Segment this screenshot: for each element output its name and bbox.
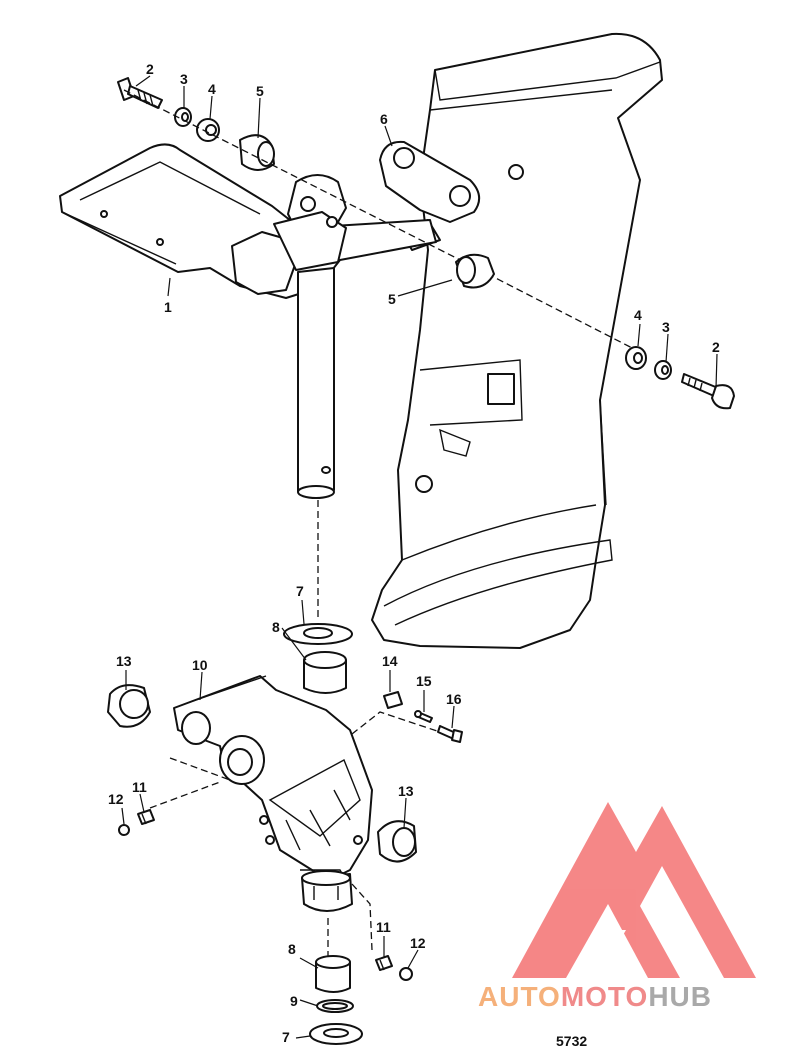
steering-coupler bbox=[301, 870, 353, 912]
screw-15 bbox=[414, 710, 433, 723]
swivel-bracket bbox=[173, 675, 373, 889]
callout-11-right: 11 bbox=[376, 919, 391, 935]
pad-14 bbox=[383, 691, 403, 709]
callout-7-upper: 7 bbox=[296, 583, 304, 599]
callout-5-upper-right: 5 bbox=[388, 291, 396, 307]
snap-ring-9 bbox=[316, 999, 354, 1013]
washer-3-upper-right bbox=[654, 360, 672, 380]
callout-13-right: 13 bbox=[398, 783, 414, 799]
steering-shaft bbox=[297, 267, 335, 499]
callout-8-lower: 8 bbox=[288, 941, 296, 957]
watermark-word-moto: MOTO bbox=[561, 981, 648, 1012]
figure-number: 5732 bbox=[556, 1033, 587, 1049]
plug-13-left bbox=[107, 684, 151, 728]
callout-numbers: 2 3 4 5 6 1 5 4 3 2 7 8 13 10 14 15 16 1… bbox=[108, 61, 720, 1045]
callout-8-upper: 8 bbox=[272, 619, 280, 635]
bolt-2-upper-right bbox=[681, 373, 735, 410]
callout-5-upper-left: 5 bbox=[256, 83, 264, 99]
rubber-mount-5-upper-right bbox=[455, 253, 495, 289]
mount-bracket bbox=[59, 143, 437, 299]
callout-12-left: 12 bbox=[108, 791, 124, 807]
callout-6: 6 bbox=[380, 111, 388, 127]
callout-12-right: 12 bbox=[410, 935, 426, 951]
callout-4-upper-left: 4 bbox=[208, 81, 216, 97]
watermark-logo bbox=[512, 802, 756, 978]
grease-fitting-11-left bbox=[137, 809, 155, 825]
watermark: AUTOMOTOHUB bbox=[478, 802, 756, 1012]
callout-11-left: 11 bbox=[132, 779, 147, 795]
callout-2-upper-left: 2 bbox=[146, 61, 154, 77]
cap-12-left bbox=[118, 824, 130, 836]
bushing-8-upper bbox=[303, 651, 347, 694]
callout-14: 14 bbox=[382, 653, 398, 669]
callout-3-upper-right: 3 bbox=[662, 319, 670, 335]
screw-16 bbox=[437, 725, 463, 743]
grease-fitting-11-right bbox=[375, 955, 393, 971]
callout-9: 9 bbox=[290, 993, 298, 1009]
washer-7-lower bbox=[309, 1023, 363, 1045]
callout-1: 1 bbox=[164, 299, 172, 315]
washer-4-upper-right bbox=[625, 346, 647, 370]
leader-lines bbox=[121, 75, 718, 1039]
washer-4-upper-left bbox=[196, 118, 220, 142]
plug-13-right bbox=[377, 820, 417, 863]
watermark-word-auto: AUTO bbox=[478, 981, 561, 1012]
callout-3-upper-left: 3 bbox=[180, 71, 188, 87]
callout-7-lower: 7 bbox=[282, 1029, 290, 1045]
callout-16: 16 bbox=[446, 691, 462, 707]
alignment-line-lower-left bbox=[149, 757, 231, 809]
callout-4-upper-right: 4 bbox=[634, 307, 642, 323]
callout-10: 10 bbox=[192, 657, 208, 673]
driveshaft-housing bbox=[371, 32, 663, 649]
callout-15: 15 bbox=[416, 673, 432, 689]
bushing-8-lower bbox=[315, 955, 351, 993]
callout-13-left: 13 bbox=[116, 653, 132, 669]
watermark-word-hub: HUB bbox=[648, 981, 712, 1012]
washer-7-upper bbox=[283, 623, 353, 645]
alignment-line-lower-right-2 bbox=[351, 883, 373, 951]
callout-2-upper-right: 2 bbox=[712, 339, 720, 355]
svg-text:AUTOMOTOHUB: AUTOMOTOHUB bbox=[478, 981, 712, 1012]
rubber-mount-5-upper-left bbox=[239, 134, 275, 171]
bolt-2-upper-left bbox=[117, 77, 163, 109]
cap-12-right bbox=[399, 967, 413, 981]
alignment-line-lower-right bbox=[351, 711, 441, 735]
